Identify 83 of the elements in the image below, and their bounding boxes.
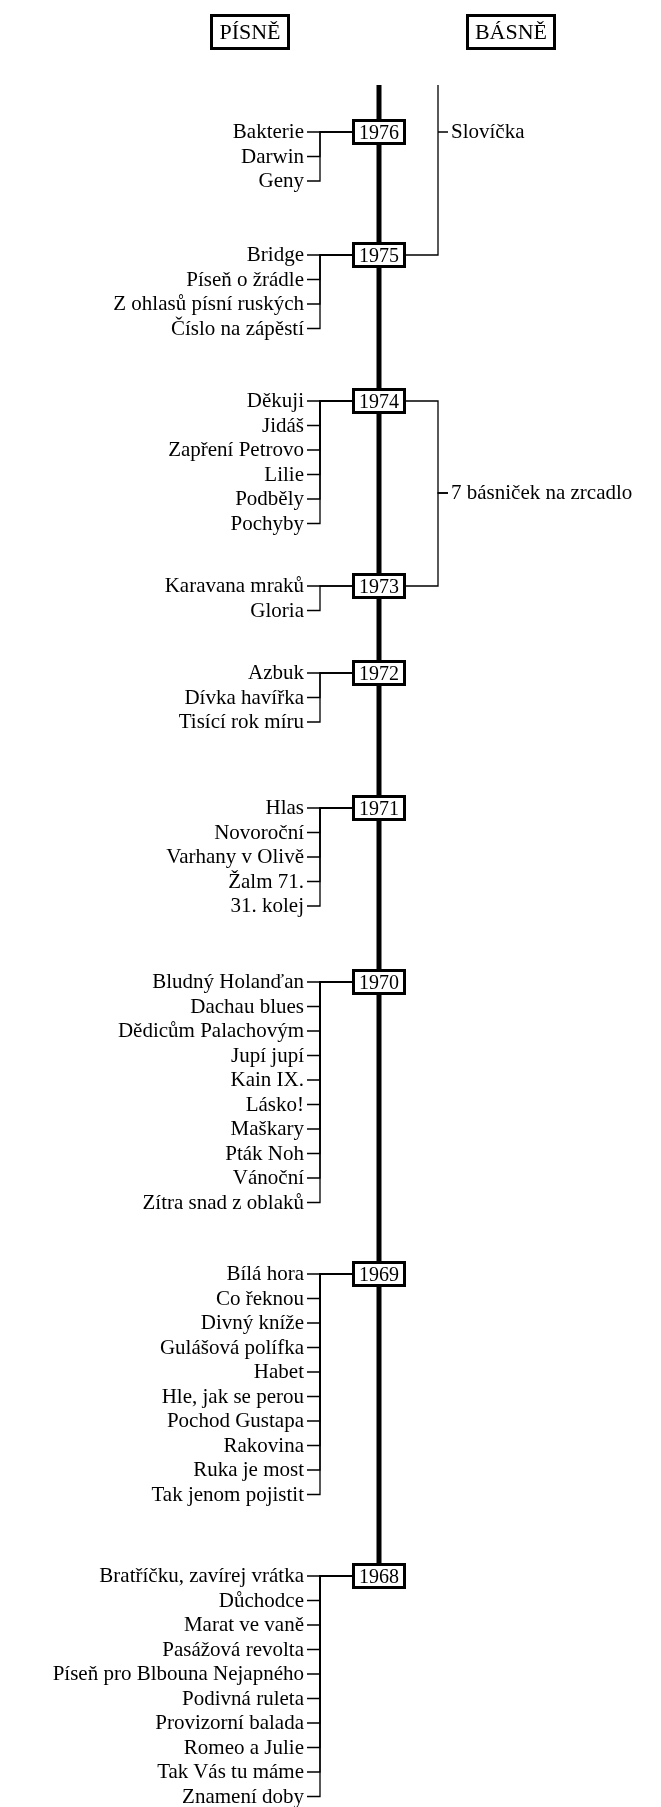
song-title: Ruka je most bbox=[193, 1457, 307, 1481]
song-title: Znamení doby bbox=[182, 1783, 307, 1807]
song-title: Co řeknou bbox=[215, 1285, 307, 1310]
song-title: 31. kolej bbox=[230, 893, 307, 917]
song-title: Tak Vás tu máme bbox=[157, 1759, 307, 1783]
timeline-line bbox=[376, 686, 382, 795]
connector-line bbox=[306, 131, 353, 182]
song-title: Gloria bbox=[250, 597, 307, 622]
timeline-line bbox=[376, 414, 382, 573]
year-box: 1969 bbox=[352, 1261, 406, 1287]
song-title: Provizorní balada bbox=[155, 1710, 307, 1734]
song-title: Tak jenom pojistit bbox=[151, 1481, 307, 1506]
year-box: 1971 bbox=[352, 795, 406, 821]
song-title: Děkuji bbox=[246, 388, 307, 412]
connector-line bbox=[306, 672, 353, 723]
song-title: Romeo a Julie bbox=[183, 1734, 307, 1759]
song-title: Z ohlasů písní ruských bbox=[113, 291, 307, 315]
timeline-line bbox=[376, 85, 382, 119]
connector-line bbox=[306, 807, 353, 907]
song-title: Bludný Holanďan bbox=[152, 969, 307, 993]
song-title: Žalm 71. bbox=[228, 868, 307, 893]
song-title: Pochyby bbox=[230, 510, 307, 535]
column-heading: PÍSNĚ bbox=[210, 14, 290, 50]
song-title: Marat ve vaně bbox=[183, 1612, 307, 1636]
song-title: Píseň pro Blbouna Nejapného bbox=[52, 1661, 307, 1685]
song-title: Zítra snad z oblaků bbox=[142, 1189, 307, 1214]
timeline-line bbox=[376, 995, 382, 1261]
song-title: Kain IX. bbox=[230, 1067, 307, 1091]
year-box: 1975 bbox=[352, 242, 406, 268]
song-title: Darwin bbox=[241, 143, 307, 168]
song-title: Karavana mraků bbox=[164, 573, 307, 597]
song-title: Vánoční bbox=[232, 1165, 307, 1189]
song-title: Geny bbox=[258, 168, 307, 192]
song-title: Zapření Petrovo bbox=[168, 437, 307, 461]
connector-line bbox=[306, 254, 353, 330]
year-box: 1973 bbox=[352, 573, 406, 599]
timeline-line bbox=[376, 268, 382, 388]
song-title: Pochod Gustapa bbox=[166, 1408, 307, 1432]
year-box: 1972 bbox=[352, 660, 406, 686]
song-title: Číslo na zápěstí bbox=[171, 315, 307, 340]
column-heading: BÁSNĚ bbox=[466, 14, 556, 50]
connector-line bbox=[405, 84, 449, 256]
song-title: Dívka havířka bbox=[184, 684, 307, 709]
year-box: 1968 bbox=[352, 1563, 406, 1589]
song-title: Dachau blues bbox=[190, 993, 307, 1018]
song-title: Azbuk bbox=[248, 660, 307, 684]
song-title: Podběly bbox=[235, 486, 307, 510]
song-title: Maškary bbox=[230, 1116, 307, 1140]
song-title: Dědicům Palachovým bbox=[117, 1018, 307, 1042]
song-title: Bratříčku, zavírej vrátka bbox=[99, 1563, 307, 1587]
song-title: Podivná ruleta bbox=[182, 1685, 307, 1710]
connector-line bbox=[405, 492, 449, 587]
song-title: Pták Noh bbox=[225, 1140, 307, 1165]
song-title: Rakovina bbox=[223, 1432, 307, 1457]
song-title: Píseň o žrádle bbox=[186, 266, 307, 291]
year-box: 1974 bbox=[352, 388, 406, 414]
song-title: Hlas bbox=[265, 795, 307, 819]
song-title: Bílá hora bbox=[226, 1261, 307, 1285]
connector-line bbox=[306, 400, 353, 525]
song-title: Lilie bbox=[264, 461, 307, 486]
song-title: Divný kníže bbox=[200, 1310, 307, 1334]
song-title: Tisící rok míru bbox=[178, 709, 307, 733]
song-title: Habet bbox=[253, 1359, 307, 1383]
year-box: 1970 bbox=[352, 969, 406, 995]
timeline-line bbox=[376, 599, 382, 660]
song-title: Hle, jak se perou bbox=[161, 1383, 307, 1408]
timeline-line bbox=[376, 821, 382, 969]
song-title: Bakterie bbox=[232, 119, 307, 143]
timeline-line bbox=[376, 145, 382, 242]
song-title: Pasážová revolta bbox=[162, 1636, 307, 1661]
song-title: Lásko! bbox=[245, 1091, 307, 1116]
song-title: Jidáš bbox=[262, 412, 307, 437]
connector-line bbox=[306, 585, 353, 612]
song-title: Gulášová polífka bbox=[159, 1334, 307, 1359]
song-title: Varhany v Olivě bbox=[166, 844, 307, 868]
poem-title: Slovíčka bbox=[448, 119, 525, 143]
year-box: 1976 bbox=[352, 119, 406, 145]
song-title: Novoroční bbox=[214, 819, 307, 844]
timeline-line bbox=[376, 1287, 382, 1563]
poem-title: 7 básniček na zrcadlo bbox=[448, 480, 633, 504]
song-title: Důchodce bbox=[218, 1587, 307, 1612]
song-title: Jupí jupí bbox=[231, 1042, 307, 1067]
song-title: Bridge bbox=[246, 242, 307, 266]
